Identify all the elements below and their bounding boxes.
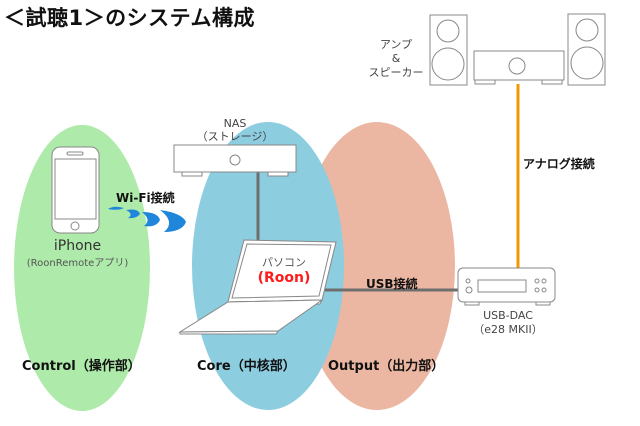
laptop-icon — [178, 239, 337, 335]
pc-name: パソコン — [262, 256, 306, 269]
iphone-sub: (RoonRemoteアプリ) — [26, 258, 129, 269]
control-zone — [14, 125, 150, 411]
amp-label-line1: アンプ — [379, 38, 413, 51]
iphone-icon — [51, 146, 100, 234]
wifi-connection-label: Wi-Fi接続 — [116, 191, 175, 205]
dac-name: USB-DAC — [483, 309, 533, 322]
nas-label: NAS （ストレージ） — [195, 117, 275, 143]
speaker-right-icon — [567, 13, 606, 86]
pc-roon-label: (Roon) — [257, 270, 311, 286]
iphone-label: iPhone (RoonRemoteアプリ) — [15, 238, 140, 269]
nas-sub: （ストレージ） — [196, 130, 274, 143]
nas-name: NAS — [223, 117, 247, 130]
amplifier-icon — [473, 50, 565, 85]
nas-icon — [173, 144, 297, 177]
analog-connection-label: アナログ接続 — [523, 157, 595, 171]
iphone-name: iPhone — [53, 238, 102, 254]
output-zone — [299, 122, 455, 410]
amp-label-line2: & — [391, 52, 401, 65]
page-title: ＜試聴1＞のシステム構成 — [4, 6, 255, 30]
core-zone-label: Core（中核部） — [197, 359, 296, 374]
amp-label-line3: スピーカー — [368, 66, 424, 79]
pc-label: パソコン (Roon) — [246, 254, 322, 286]
wifi-signal-icon — [108, 206, 186, 232]
dac-sub: （e28 MKII） — [473, 323, 543, 336]
amp-speaker-label: アンプ & スピーカー — [364, 38, 428, 80]
usb-connection-label: USB接続 — [366, 277, 418, 291]
control-zone-label: Control（操作部） — [22, 359, 141, 374]
output-zone-label: Output（出力部） — [328, 359, 445, 374]
speaker-left-icon — [429, 14, 468, 86]
usb-dac-icon — [457, 267, 556, 306]
usb-dac-label: USB-DAC （e28 MKII） — [470, 309, 546, 337]
